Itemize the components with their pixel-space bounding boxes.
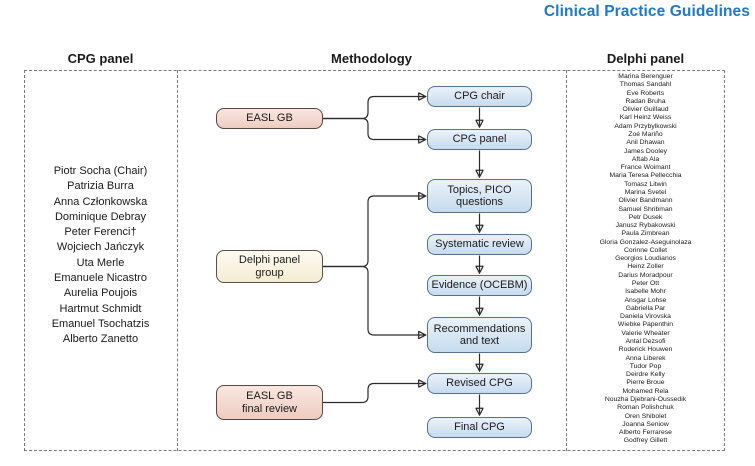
delphi-panel-member: Mohamed Rela — [622, 387, 669, 395]
delphi-panel-member: Marina Berenguer — [618, 73, 673, 80]
delphi-panel-member: Karl Heinz Weiss — [619, 114, 672, 122]
cpg-panel-member: Hartmut Schmidt — [59, 302, 142, 315]
panel-dashed-outline — [24, 70, 725, 451]
cpg-panel-member: Patrizia Burra — [67, 180, 134, 193]
delphi-panel-member: Joanna Seniow — [622, 420, 669, 428]
column-divider-left — [177, 70, 178, 451]
column-divider-right — [566, 70, 567, 451]
delphi-panel-member: Aftab Ala — [631, 155, 660, 163]
delphi-panel-member: Petr Dusek — [628, 213, 663, 221]
column-header-cpg-panel: CPG panel — [67, 51, 134, 66]
cpg-panel-member: Piotr Socha (Chair) — [53, 165, 148, 177]
delphi-panel-member: Nouzha Djebrani-Oussedik — [604, 395, 687, 403]
cpg-panel-member: Uta Merle — [76, 256, 125, 269]
delphi-panel-member: Tomasz Litwin — [624, 180, 667, 188]
cpg-panel-member: Dominique Debray — [54, 210, 147, 223]
delphi-panel-member: Isabelle Mohr — [625, 288, 666, 296]
cpg-panel-member: Emanuel Tsochatzis — [51, 317, 150, 330]
delphi-panel-member: Anil Dhawan — [626, 139, 665, 147]
cpg-panel-member: Alberto Zanetto — [62, 333, 139, 346]
delphi-panel-member: Darius Moradpour — [618, 271, 673, 279]
node-final-cpg: Final CPG — [427, 417, 532, 438]
node-revised-cpg: Revised CPG — [427, 373, 532, 394]
node-evidence-ocebm: Evidence (OCEBM) — [427, 275, 532, 296]
cpg-panel-member: Anna Członkowska — [53, 195, 148, 208]
delphi-panel-member: Oren Shibolet — [624, 412, 667, 420]
page-title: Clinical Practice Guidelines — [543, 3, 750, 20]
delphi-panel-member: Peter Ott — [631, 280, 660, 288]
cpg-panel-member: Emanuele Nicastro — [54, 272, 147, 285]
delphi-panel-member: Ansgar Lohse — [624, 296, 667, 304]
node-easl-gb: EASL GB — [216, 108, 323, 129]
delphi-panel-member: Godfrey Gillett — [623, 437, 668, 445]
delphi-panel-member: Tudor Pop — [629, 362, 662, 370]
delphi-panel-member: Gabriella Par — [625, 304, 666, 312]
delphi-panel-member: Alberto Ferrarese — [619, 429, 672, 437]
delphi-panel-member: Thomas Sandahl — [619, 81, 672, 89]
delphi-panel-member: Marina Svetel — [624, 188, 667, 196]
delphi-panel-member: Adam Przybylkowski — [614, 122, 677, 130]
delphi-panel-member: Eve Roberts — [626, 89, 665, 97]
column-header-methodology: Methodology — [331, 51, 412, 66]
delphi-panel-member: Paula Zimbrean — [621, 230, 670, 238]
cpg-panel-member: Wojciech Jańczyk — [56, 241, 145, 254]
delphi-panel-member: Georgios Loudianos — [615, 255, 676, 263]
node-easl-gb-final-review: EASL GB final review — [216, 385, 323, 420]
delphi-panel-member: Wiebke Papenthin — [617, 321, 674, 329]
cpg-panel-member: Aurelia Poujois — [63, 287, 138, 300]
delphi-panel-member: James Dooley — [623, 147, 668, 155]
delphi-panel-member: Maria Teresa Pellecchia — [609, 172, 682, 180]
delphi-panel-member: Antal Dezsofi — [625, 338, 666, 345]
delphi-panel-member: Radan Bruha — [625, 97, 666, 105]
node-systematic-review: Systematic review — [427, 234, 532, 255]
delphi-panel-member: Gloria Gonzalez-Aseguinolaza — [599, 238, 692, 246]
node-cpg-chair: CPG chair — [427, 86, 532, 107]
delphi-panel-member: Daniela Virovska — [620, 313, 671, 321]
delphi-panel-member: Zoé Mariño — [628, 130, 663, 138]
delphi-panel-member: Anna Liberek — [625, 354, 666, 362]
delphi-panel-member: Olivier Guillaud — [622, 106, 669, 114]
delphi-panel-member: Heinz Zoller — [627, 263, 664, 271]
delphi-panel-member: Roderick Houwen — [618, 346, 673, 354]
delphi-panel-member: Corinne Collet — [623, 246, 668, 254]
node-recommendations-and-text: Recommendations and text — [427, 317, 532, 353]
delphi-panel-member: Pierre Broue — [626, 379, 665, 387]
delphi-panel-member: Janusz Rybakowski — [615, 222, 676, 230]
node-cpg-panel: CPG panel — [427, 129, 532, 150]
delphi-panel-member: Deirdre Kelly — [626, 371, 665, 379]
delphi-panel-member: Samuel Shribman — [618, 205, 673, 213]
delphi-panel-member: Olivier Bandmann — [618, 197, 673, 205]
cpg-panel-member: Peter Ferenci† — [64, 226, 137, 239]
column-header-delphi-panel: Delphi panel — [606, 51, 685, 66]
node-topics-pico-questions: Topics, PICO questions — [427, 179, 532, 213]
delphi-panel-member: France Woimant — [620, 164, 671, 172]
delphi-panel-member: Valerie Wheater — [621, 329, 670, 337]
delphi-panel-member: Roman Polishchuk — [617, 404, 674, 412]
node-delphi-panel-group: Delphi panel group — [216, 250, 323, 283]
